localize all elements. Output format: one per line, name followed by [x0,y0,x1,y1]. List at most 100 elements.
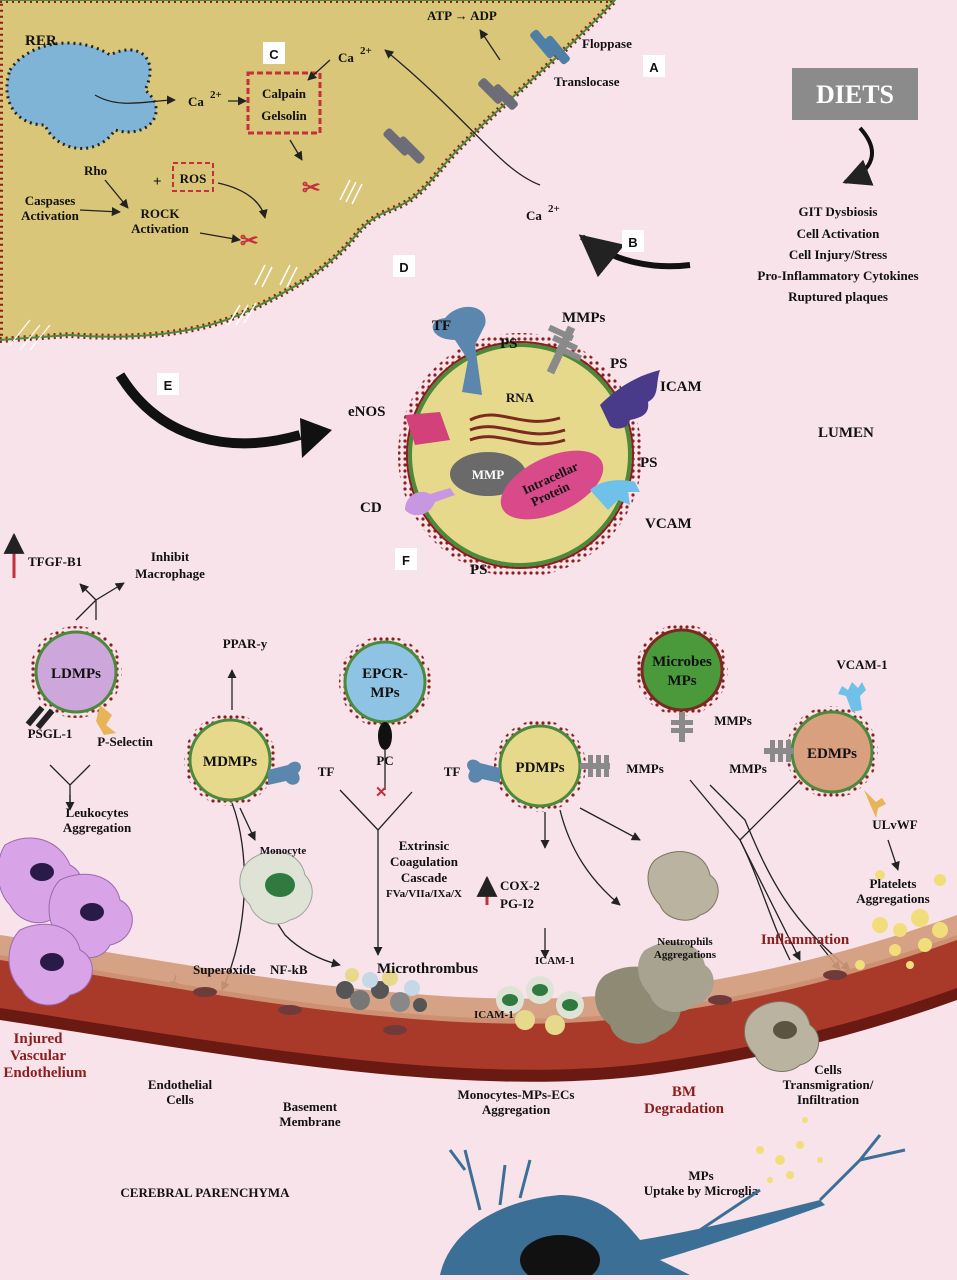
ldmps-particle [30,626,122,718]
cox2-label: COX-2 [500,878,540,893]
inhibition-mark: ✕ [375,785,388,801]
monocytes-ecs-label-1: Monocytes-MPs-ECs [458,1087,575,1102]
enos-label: eNOS [348,404,386,420]
rer-label: RER [25,33,57,49]
bm-label-2: Degradation [644,1101,725,1117]
inflammation-label: Inflammation [761,932,850,948]
panel-letter-a: A [649,60,659,75]
uptake-label-2: Uptake by Microglia [644,1183,759,1198]
edmps-label: EDMPs [807,746,857,762]
injured-label-2: Vascular [10,1048,66,1064]
transmigration-label-1: Cells [814,1062,841,1077]
calpain-gelsolin-box [246,71,322,135]
microparticle-structure [398,306,660,577]
tf-mdmps-label: TF [318,764,335,779]
platelets-label-1: Platelets [870,876,917,891]
tfgf-label: TFGF-B1 [28,554,82,569]
neutrophils-aggregation [595,851,719,1044]
translocase-label: Translocase [554,74,620,89]
microbes-mps-particle [636,624,728,716]
endothelial-label-1: Endothelial [148,1077,213,1092]
diets-item: GIT Dysbiosis [799,204,878,219]
floppase-channel [530,29,570,65]
icam1-label: ICAM-1 [535,955,575,967]
diets-item: Pro-Inflammatory Cytokines [757,268,918,283]
scissors-icon: ✂ [302,175,320,200]
diets-arrow [842,126,874,186]
diets-item: Ruptured plaques [788,289,888,304]
icam-receptor [600,370,660,429]
monocyte-cell [239,851,313,925]
leukocytes-label-1: Leukocytes [66,805,129,820]
release-arrow [115,372,302,449]
enos-receptor [405,412,450,445]
diets-to-cell-arrow [578,234,691,278]
rock-label: ROCK [141,206,181,221]
injured-label-1: Injured [14,1031,64,1047]
transmigrating-cells [744,1001,820,1073]
microthrombus-label: Microthrombus [377,961,478,977]
neutrophils-label-1: Neutrophils [657,936,713,948]
psgl-label: PSGL-1 [28,726,73,741]
particle-receptors [25,682,886,818]
extrinsic-label-4: FVa/VIIa/IXa/X [386,888,462,900]
epcr-mps-particle [339,636,431,728]
basement-label-2: Membrane [279,1114,341,1129]
mdmps-particle [184,714,276,806]
inhibit-label-1: Inhibit [151,549,190,564]
cd-receptor [405,488,455,516]
cerebral-parenchyma-label: CEREBRAL PARENCHYMA [120,1185,290,1200]
atp-adp-label: ATP → ADP [427,8,497,23]
panel-letter-c: C [269,47,279,62]
release-arrowhead [300,418,332,458]
diets-box [792,68,918,120]
pdmps-label: PDMPs [515,760,564,776]
extrinsic-label-3: Cascade [401,870,447,885]
pdmps-particle [494,720,586,812]
microbes-label-1: Microbes [652,654,712,670]
mmps-microbes-label: MMPs [714,713,752,728]
mmp-body [450,452,526,496]
ps-label: PS [500,336,518,352]
extrinsic-label-2: Coagulation [390,854,459,869]
cytoskeleton-fragments [227,179,363,326]
rock-activation-label: Activation [131,221,190,236]
bm-label-1: BM [672,1084,696,1100]
leukocytes-aggregation [0,837,133,1006]
ulvwf-label: ULvWF [872,817,918,832]
calcium-mid-label: Ca [188,94,204,109]
microthrombus-cluster [336,968,427,1012]
tf-pdmps-label: TF [444,764,461,779]
activated-cell: ✂ ✂ [0,0,620,351]
diets-item: Cell Activation [797,226,880,241]
transmigration-label-2: Transmigration/ [783,1077,874,1092]
gelsolin-label: Gelsolin [261,108,307,123]
vcam-label: VCAM [645,516,692,532]
edmps-particle [786,706,878,798]
mmps-receptor [546,324,583,375]
scramblase-channel [383,128,425,164]
caspases-activation-label: Activation [21,208,80,223]
cell-arrows [79,29,541,244]
panel-letter-b: B [628,235,637,250]
transmigration-label-3: Infiltration [797,1092,860,1107]
pselectin-label: P-Selectin [97,734,153,749]
panel-letter-e: E [164,378,173,393]
vessel-wall [0,915,957,1082]
calcium-out-label: Ca [526,208,542,223]
lumen-label: LUMEN [818,425,874,441]
panel-letter-d: D [399,260,408,275]
vcam-receptor [590,480,640,510]
microbes-label-2: MPs [667,673,696,689]
calcium-superscript: 2+ [210,89,222,101]
pgi2-label: PG-I2 [500,896,534,911]
translocase-channel [478,78,518,110]
icam1-label: ICAM-1 [474,1009,514,1021]
icam-label: ICAM [660,379,702,395]
neutrophils-label-2: Aggregations [654,949,717,961]
calcium-top-label: Ca [338,50,354,65]
rna-label: RNA [506,390,535,405]
tf-receptor [432,306,486,395]
